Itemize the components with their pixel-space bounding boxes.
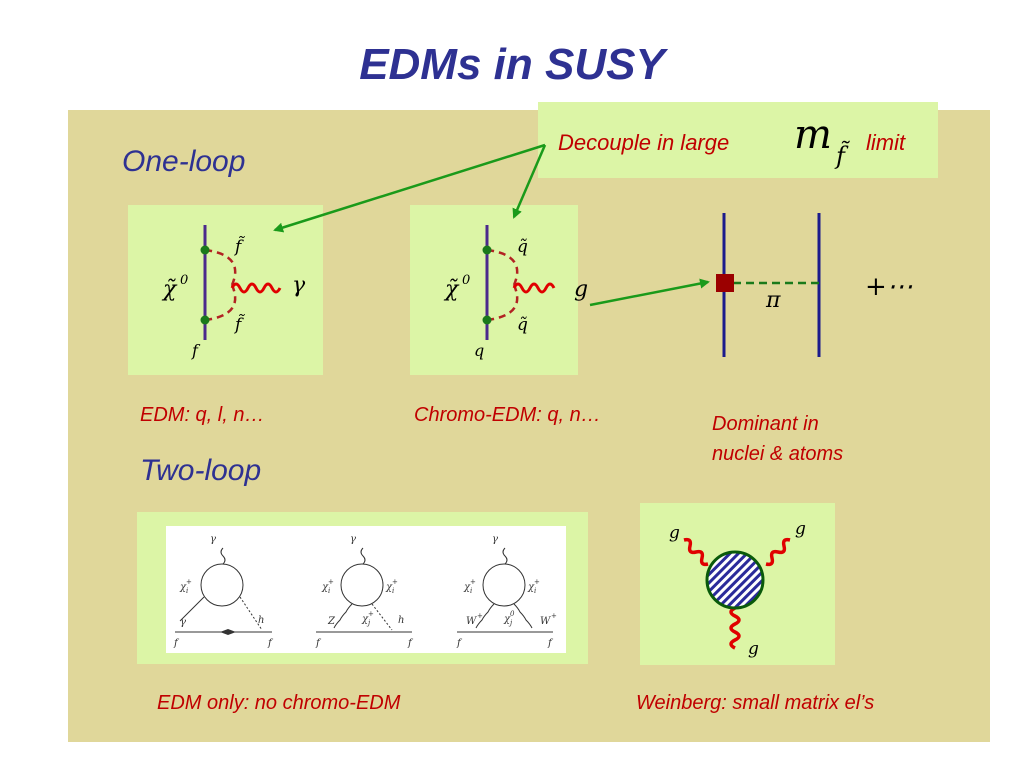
neutralino-label: χ̃ (443, 277, 460, 302)
page-title: EDMs in SUSY (359, 40, 665, 89)
squark-line-bottom (486, 284, 519, 322)
svg-text:γ: γ (492, 534, 498, 545)
squark-line-top (486, 248, 519, 286)
effective-vertex-blob (705, 550, 765, 610)
gluon-leg-bottom (729, 606, 741, 650)
gluon-label-2: g (795, 519, 806, 539)
caption-edm: EDM: q, l, n… (140, 404, 265, 426)
svg-text:f: f (456, 638, 463, 649)
caption-edm-only: EDM only: no chromo-EDM (157, 692, 401, 714)
svg-text:+: + (551, 612, 557, 620)
svg-text:Z: Z (327, 616, 336, 627)
gluon-label-3: g (748, 639, 759, 659)
svg-text:χ: χ (179, 582, 187, 593)
vertex-dot (482, 315, 492, 325)
caption-dominant-2: nuclei & atoms (712, 443, 844, 465)
pion-label: π (765, 288, 781, 313)
two-loop-diagram-2: γ χ i + χ i + Z χ j + h f f (315, 534, 414, 649)
svg-text:γ: γ (350, 534, 356, 545)
two-loop-diagram-1: γ χ i + γ h f f (173, 534, 274, 649)
vertex-dot (482, 245, 492, 255)
limit-text: limit (866, 130, 906, 155)
gluon-line (512, 282, 556, 294)
svg-text:γ: γ (180, 617, 186, 628)
svg-text:W: W (540, 616, 551, 627)
svg-text:0: 0 (510, 610, 515, 618)
caption-chromo-edm: Chromo-EDM: q, n… (414, 404, 601, 426)
svg-text:χ: χ (385, 582, 393, 593)
sfermion-line-top (204, 248, 237, 286)
vertex-dot (200, 245, 210, 255)
svg-text:χ: χ (463, 582, 471, 593)
svg-text:f: f (315, 638, 322, 649)
more-terms: +⋯ (865, 272, 913, 302)
mass-symbol: m (794, 112, 832, 158)
section-two-loop: Two-loop (140, 454, 262, 487)
svg-text:χ: χ (321, 582, 329, 593)
svg-text:+: + (470, 578, 476, 586)
gluon-loop-box (410, 205, 578, 375)
gluon-label: g (574, 277, 588, 302)
svg-text:i: i (328, 587, 330, 595)
gluon-leg-right (765, 537, 791, 567)
svg-text:h: h (398, 615, 404, 626)
svg-text:+: + (534, 578, 540, 586)
squark-bottom-label: q̃ (517, 315, 528, 335)
svg-text:+: + (368, 610, 374, 618)
neutralino-sup: 0 (462, 273, 470, 288)
svg-text:j: j (366, 619, 371, 627)
svg-text:h: h (258, 615, 264, 626)
svg-text:+: + (328, 578, 334, 586)
caption-weinberg: Weinberg: small matrix el’s (636, 692, 875, 714)
svg-text:χ: χ (361, 614, 369, 625)
arrow-to-gluon-loop (512, 144, 547, 219)
svg-text:χ: χ (503, 614, 511, 625)
sfermion-line-bottom (204, 284, 237, 322)
quark-label: q (474, 341, 484, 360)
caption-dominant-1: Dominant in (712, 413, 819, 435)
svg-text:i: i (534, 587, 536, 595)
gluon-leg-left (683, 537, 709, 567)
decouple-callout: Decouple in large m f̃ limit (538, 102, 938, 178)
fermion-label: f (191, 341, 201, 360)
photon-label: γ (292, 273, 306, 298)
mass-subscript: f̃ (836, 142, 845, 170)
two-loop-diagram-3: γ χ i + χ i + W + χ j 0 W + f f (456, 534, 557, 649)
gluon-label-1: g (669, 523, 680, 543)
cedm-vertex (716, 274, 734, 292)
svg-text:j: j (508, 619, 513, 627)
svg-text:i: i (186, 587, 188, 595)
decouple-text: Decouple in large (558, 130, 730, 155)
svg-text:f: f (407, 638, 414, 649)
svg-text:+: + (477, 612, 483, 620)
arrow-to-pion-diagram (589, 278, 710, 307)
photon-loop-box (128, 205, 323, 375)
svg-text:+: + (392, 578, 398, 586)
svg-text:f: f (547, 638, 554, 649)
photon-line (230, 282, 282, 294)
section-one-loop: One-loop (122, 145, 246, 178)
squark-top-label: q̃ (517, 237, 528, 257)
svg-text:W: W (466, 616, 477, 627)
arrow-to-photon-loop (273, 143, 546, 233)
neutralino-label: χ̃ (161, 277, 178, 302)
neutralino-sup: 0 (180, 273, 188, 288)
svg-text:i: i (470, 587, 472, 595)
svg-text:χ: χ (527, 582, 535, 593)
svg-text:+: + (186, 578, 192, 586)
svg-text:f: f (267, 638, 274, 649)
svg-text:i: i (392, 587, 394, 595)
svg-text:γ: γ (210, 534, 216, 545)
svg-text:f: f (173, 638, 180, 649)
vertex-dot (200, 315, 210, 325)
